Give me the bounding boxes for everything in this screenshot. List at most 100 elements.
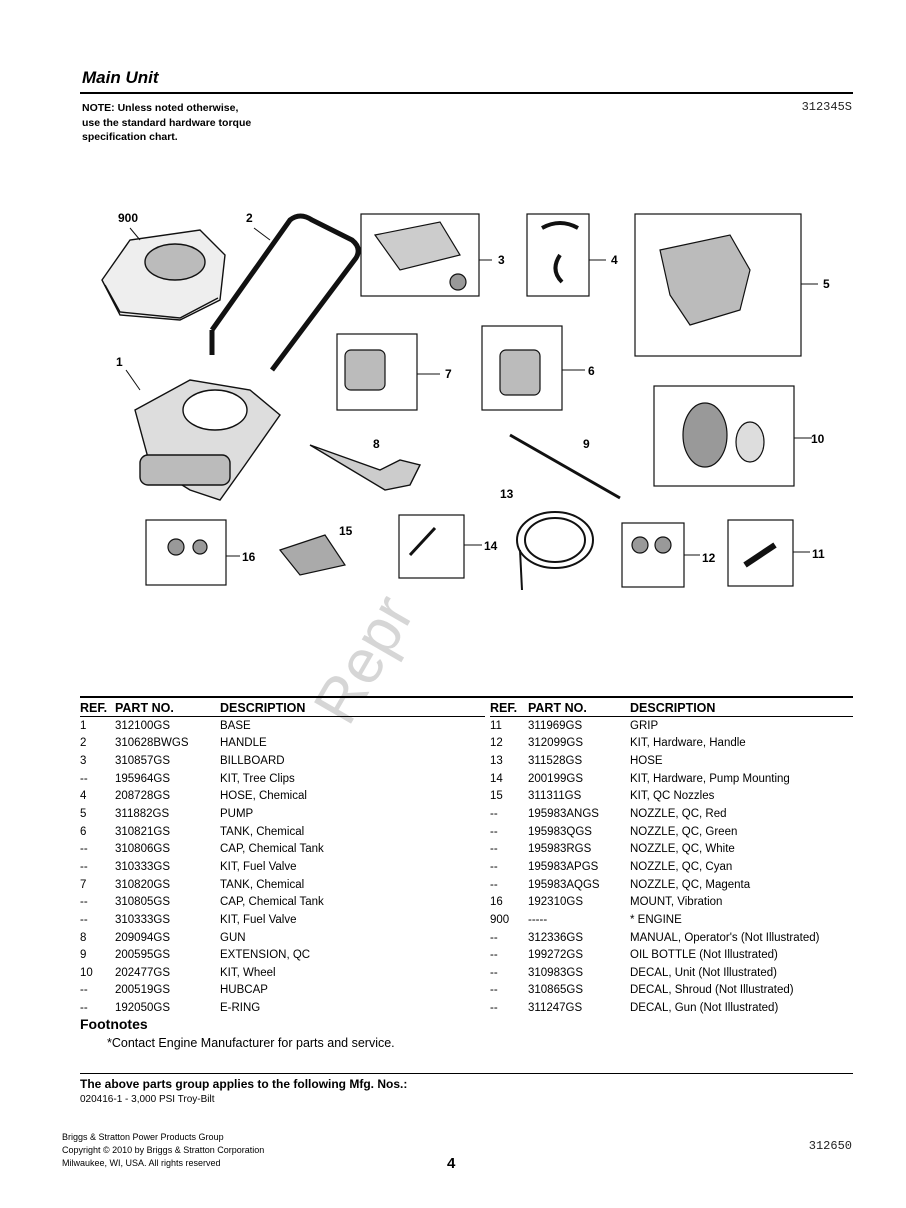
callout-label: 1 xyxy=(116,355,123,369)
page-number: 4 xyxy=(447,1155,456,1172)
gun-illustration xyxy=(309,444,422,491)
ref-cell: -- xyxy=(490,966,498,979)
description-cell: HOSE xyxy=(630,755,663,768)
description-cell: NOZZLE, QC, Red xyxy=(630,808,727,821)
col-part-header: PART NO. xyxy=(115,699,220,717)
wheel-box xyxy=(653,385,795,487)
table-row: 900-----* ENGINE xyxy=(490,911,853,929)
part-number-cell: 310806GS xyxy=(115,843,170,856)
callout-label: 10 xyxy=(811,432,825,446)
ref-cell: 16 xyxy=(490,896,503,909)
ref-cell: -- xyxy=(80,772,88,785)
parts-table-left: REF. PART NO. DESCRIPTION 1 312100GS BASE 2… xyxy=(80,699,485,1017)
part-number-cell: 312100GS xyxy=(115,719,170,732)
table-header-row: REF. PART NO. DESCRIPTION xyxy=(80,699,485,717)
description-cell: * ENGINE xyxy=(630,913,682,926)
col-desc-header: DESCRIPTION xyxy=(630,699,853,717)
ref-cell: 2 xyxy=(80,737,87,750)
callout-label: 4 xyxy=(611,253,618,267)
description-cell: HUBCAP xyxy=(220,984,268,997)
callout-label: 14 xyxy=(484,539,498,553)
description-cell: NOZZLE, QC, Green xyxy=(630,825,738,838)
description-cell: NOZZLE, QC, Magenta xyxy=(630,878,751,891)
part-number-cell: 192310GS xyxy=(528,896,583,909)
hardware-box-16 xyxy=(145,519,227,586)
description-cell: DECAL, Unit (Not Illustrated) xyxy=(630,966,777,979)
footer-line: Briggs & Stratton Power Products Group xyxy=(62,1132,224,1142)
description-cell: KIT, Wheel xyxy=(220,966,276,979)
col-ref-header: REF. xyxy=(80,699,115,717)
description-cell: CAP, Chemical Tank xyxy=(220,896,324,909)
table-row: 14 200199GS KIT, Hardware, Pump Mounting xyxy=(490,770,853,788)
tank-box-7 xyxy=(336,333,418,411)
description-cell: BASE xyxy=(220,719,251,732)
ref-cell: -- xyxy=(490,931,498,944)
part-number-cell: 310821GS xyxy=(115,825,170,838)
document-code: 312345S xyxy=(801,100,852,114)
ref-cell: 9 xyxy=(80,949,87,962)
ref-cell: -- xyxy=(490,825,498,838)
description-cell: KIT, QC Nozzles xyxy=(630,790,715,803)
description-cell: KIT, Hardware, Pump Mounting xyxy=(630,772,790,785)
table-header-row: REF. PART NO. DESCRIPTION xyxy=(490,699,853,717)
footer-line: Milwaukee, WI, USA. All rights reserved xyxy=(62,1158,221,1168)
ref-cell: -- xyxy=(490,808,498,821)
page-title: Main Unit xyxy=(82,68,159,87)
grip-box xyxy=(727,519,794,587)
ref-cell: -- xyxy=(490,1002,498,1015)
footnotes-heading: Footnotes xyxy=(80,1016,148,1032)
part-number-cell: 195983AQGS xyxy=(528,878,600,891)
callout-label: 9 xyxy=(583,437,590,451)
ref-cell: 1 xyxy=(80,719,87,732)
billboard-box xyxy=(360,213,480,297)
part-number-cell: 209094GS xyxy=(115,931,170,944)
description-cell: GUN xyxy=(220,931,246,944)
callout-label: 2 xyxy=(246,211,253,225)
description-cell: DECAL, Shroud (Not Illustrated) xyxy=(630,984,794,997)
description-cell: PUMP xyxy=(220,808,254,821)
ref-cell: 14 xyxy=(490,772,503,785)
part-number-cell: 312099GS xyxy=(528,737,583,750)
ref-cell: 10 xyxy=(80,966,93,979)
description-cell: DECAL, Gun (Not Illustrated) xyxy=(630,1002,779,1015)
tank-box-6 xyxy=(481,325,563,411)
description-cell: TANK, Chemical xyxy=(220,878,305,891)
extension-illustration xyxy=(509,433,621,500)
part-number-cell: 311247GS xyxy=(528,1002,583,1015)
ref-cell: 4 xyxy=(80,790,87,803)
description-cell: TANK, Chemical xyxy=(220,825,305,838)
table-rule xyxy=(80,696,853,698)
col-part-header: PART NO. xyxy=(528,699,630,717)
ref-cell: -- xyxy=(80,860,88,873)
part-number-cell: 195983RGS xyxy=(528,843,592,856)
part-number-cell: 200519GS xyxy=(115,984,170,997)
hardware-box-14 xyxy=(398,514,465,579)
part-number-cell: 208728GS xyxy=(115,790,170,803)
description-cell: EXTENSION, QC xyxy=(220,949,311,962)
description-cell: HANDLE xyxy=(220,737,267,750)
ref-cell: -- xyxy=(80,1002,88,1015)
note-line: NOTE: Unless noted otherwise, xyxy=(82,102,239,114)
part-number-cell: 200199GS xyxy=(528,772,583,785)
hose-illustration xyxy=(516,511,594,591)
part-number-cell: 310333GS xyxy=(115,913,170,926)
ref-cell: 8 xyxy=(80,931,87,944)
